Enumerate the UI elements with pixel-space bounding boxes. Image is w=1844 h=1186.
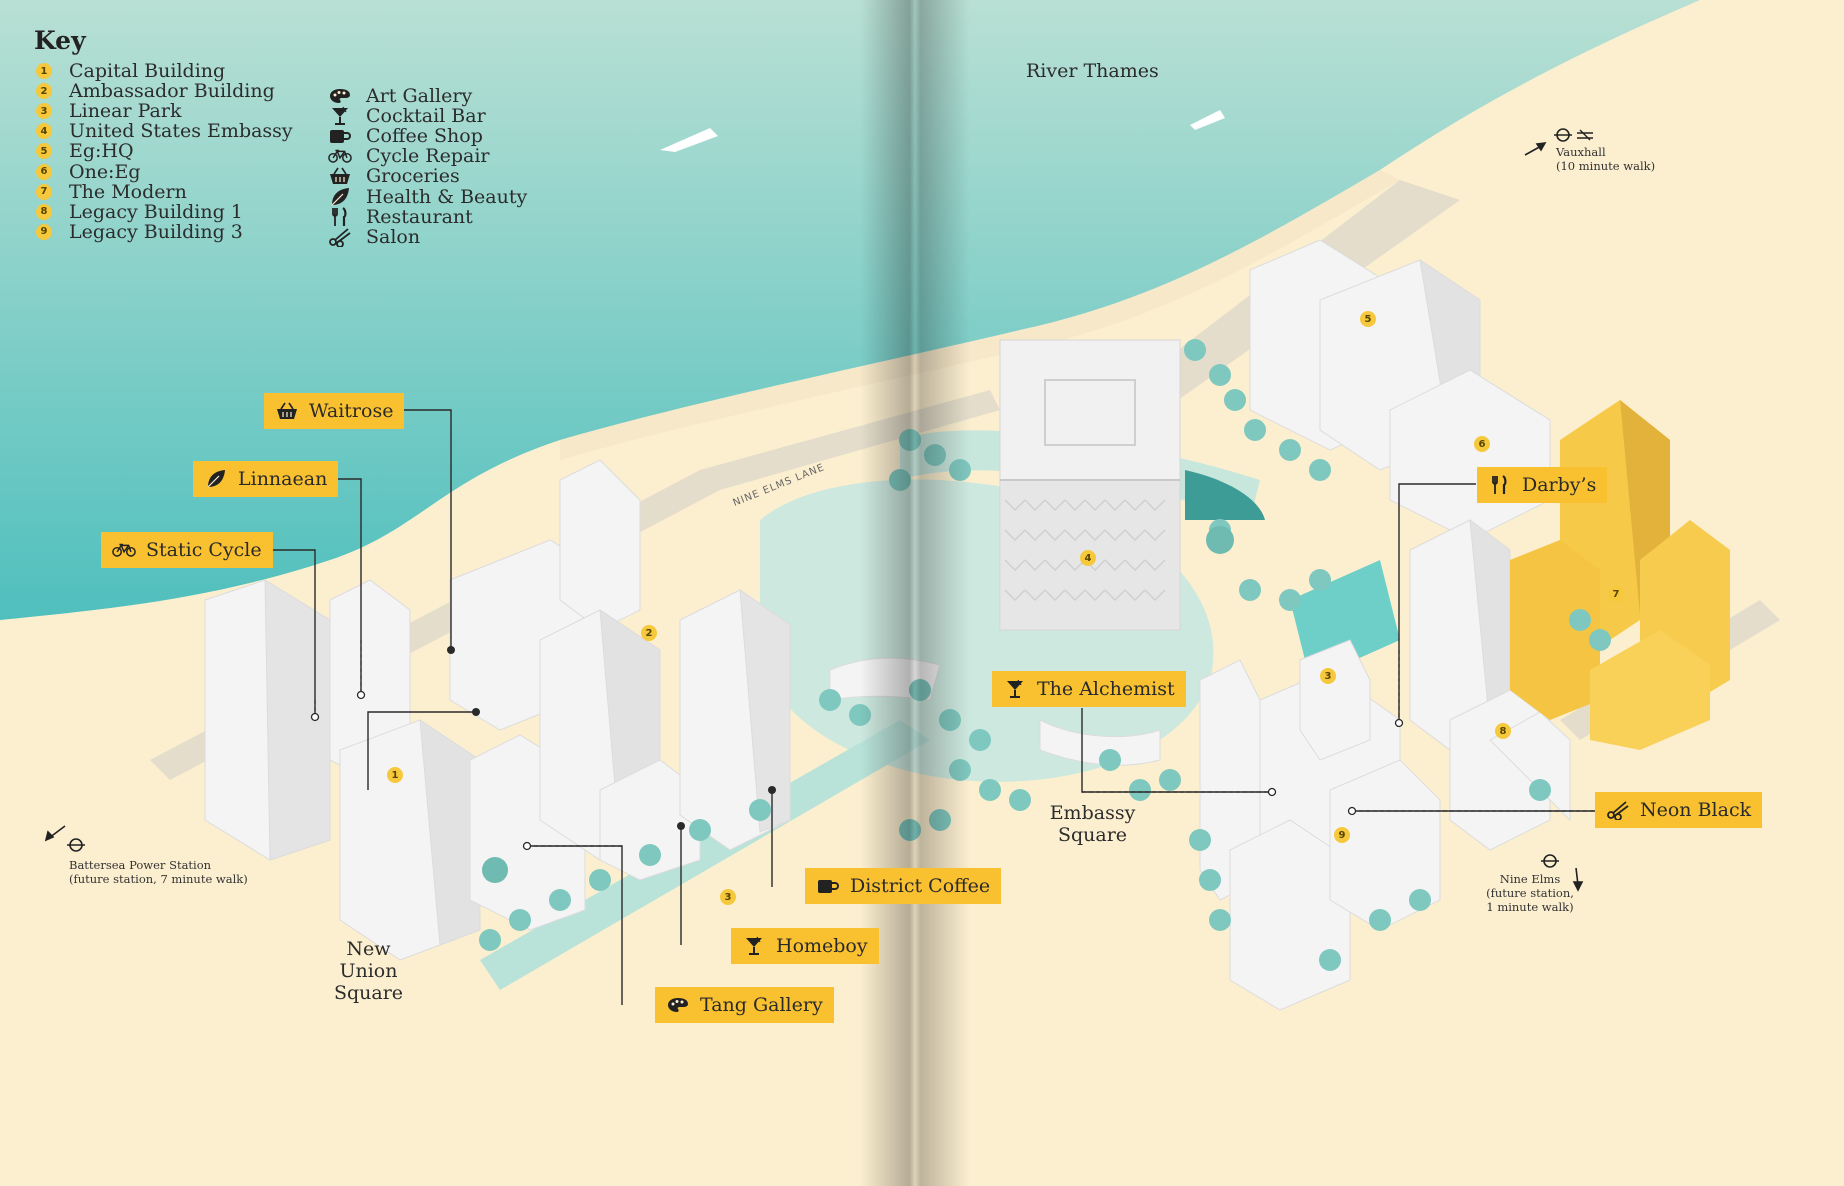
key-building-label: Legacy Building 3 [69,220,243,243]
key-amenity-item: Restaurant [328,205,473,228]
map-building-marker[interactable]: 3 [720,889,736,905]
map-building-marker[interactable]: 3 [1320,668,1336,684]
nine-elms-station-label: Nine Elms (future station, 1 minute walk… [1486,872,1574,914]
place-label-static-cycle[interactable]: Static Cycle [101,532,273,568]
key-amenity-item: Coffee Shop [328,125,483,148]
key-building-item: 5 Eg:HQ [36,140,134,163]
key-building-item: 6 One:Eg [36,160,141,183]
building-number-badge: 4 [36,123,52,140]
palette-icon [666,994,690,1016]
vauxhall-station-label: Vauxhall (10 minute walk) [1556,145,1656,173]
underground-roundels [67,128,1572,868]
key-amenity-item: Salon [328,225,421,248]
leaf-icon [204,468,228,490]
cocktail-icon [328,106,352,126]
place-label-district-coffee[interactable]: District Coffee [805,868,1002,904]
key-building-label: The Modern [69,180,187,203]
building-number-badge: 6 [36,163,52,180]
bicycle-icon [112,539,136,561]
place-label-waitrose[interactable]: Waitrose [264,393,405,429]
basket-icon [275,400,299,422]
key-building-label: Linear Park [69,100,182,123]
station-arrows [44,142,1584,892]
scissors-icon [1606,799,1630,821]
key-building-item: 1 Capital Building [36,60,226,82]
left-building-cluster [204,459,791,961]
key-amenity-item: Groceries [328,165,460,188]
river-thames [0,0,1700,620]
key-building-item: 3 Linear Park [36,100,182,123]
key-building-label: Ambassador Building [69,80,275,103]
river-label: River Thames [1026,60,1159,82]
building-number-badge: 9 [36,223,52,240]
key-building-item: 4 United States Embassy [36,120,293,143]
map-building-marker[interactable]: 9 [1334,827,1350,843]
key-amenity-label: Restaurant [366,205,473,228]
page-fold-shadow [860,0,970,1186]
place-label-neon-black[interactable]: Neon Black [1595,792,1763,828]
building-number-badge: 5 [36,143,52,160]
battersea-station-label: Battersea Power Station (future station,… [69,858,248,886]
building-number-badge: 3 [36,103,52,120]
key-amenity-item: Cycle Repair [328,145,490,168]
building-number-badge: 2 [36,83,52,100]
leaf-icon [328,187,352,207]
basket-icon [328,166,352,186]
key-amenity-item: Health & Beauty [328,185,528,208]
key-amenity-label: Health & Beauty [366,185,528,208]
key-amenity-item: Art Gallery [328,85,473,107]
cocktail-icon [1003,678,1027,700]
map-building-marker[interactable]: 5 [1360,311,1376,327]
cocktail-icon [742,935,766,957]
map-building-marker[interactable]: 7 [1608,586,1624,602]
map-building-marker[interactable]: 4 [1080,550,1096,566]
map-building-marker[interactable]: 1 [387,767,403,783]
boat [660,128,718,152]
palette-icon [328,86,352,106]
building-number-badge: 8 [36,203,52,220]
place-label-tang-gallery[interactable]: Tang Gallery [655,987,834,1023]
place-label-linnaean[interactable]: Linnaean [193,461,339,497]
key-amenity-label: Cocktail Bar [366,105,486,128]
building-number-badge: 7 [36,183,52,200]
key-building-item: 8 Legacy Building 1 [36,200,243,223]
key-amenity-item: Cocktail Bar [328,105,486,128]
boat [1190,110,1225,130]
key-amenity-label: Groceries [366,165,460,188]
cutlery-icon [328,206,352,227]
coffee-cup-icon [816,875,840,897]
embassy-square-label: Embassy Square [1049,802,1136,846]
map-building-marker[interactable]: 2 [641,625,657,641]
place-label-darbys[interactable]: Darby’s [1477,467,1608,503]
place-label-the-alchemist[interactable]: The Alchemist [992,671,1186,707]
key-building-label: Legacy Building 1 [69,200,243,223]
key-amenity-label: Cycle Repair [366,145,490,168]
key-amenity-label: Art Gallery [366,85,473,107]
place-label-homeboy[interactable]: Homeboy [731,928,879,964]
linear-park [480,720,930,990]
map-building-marker[interactable]: 8 [1495,723,1511,739]
new-union-square-label: New Union Square [333,938,404,1004]
key-building-label: Capital Building [69,60,226,82]
key-building-item: 9 Legacy Building 3 [36,220,243,243]
key-amenity-label: Salon [366,225,421,248]
key-building-label: United States Embassy [69,120,293,143]
the-modern-building [1510,400,1730,750]
scissors-icon [328,227,352,247]
bicycle-icon [328,146,352,166]
key-title: Key [34,26,86,55]
cutlery-icon [1488,474,1512,496]
building-number-badge: 1 [36,63,52,79]
coffee-cup-icon [328,126,352,146]
key-building-label: Eg:HQ [69,140,134,163]
key-amenity-label: Coffee Shop [366,125,483,148]
key-building-item: 7 The Modern [36,180,187,203]
key-building-item: 2 Ambassador Building [36,80,275,103]
map-building-marker[interactable]: 6 [1474,436,1490,452]
key-building-label: One:Eg [69,160,141,183]
